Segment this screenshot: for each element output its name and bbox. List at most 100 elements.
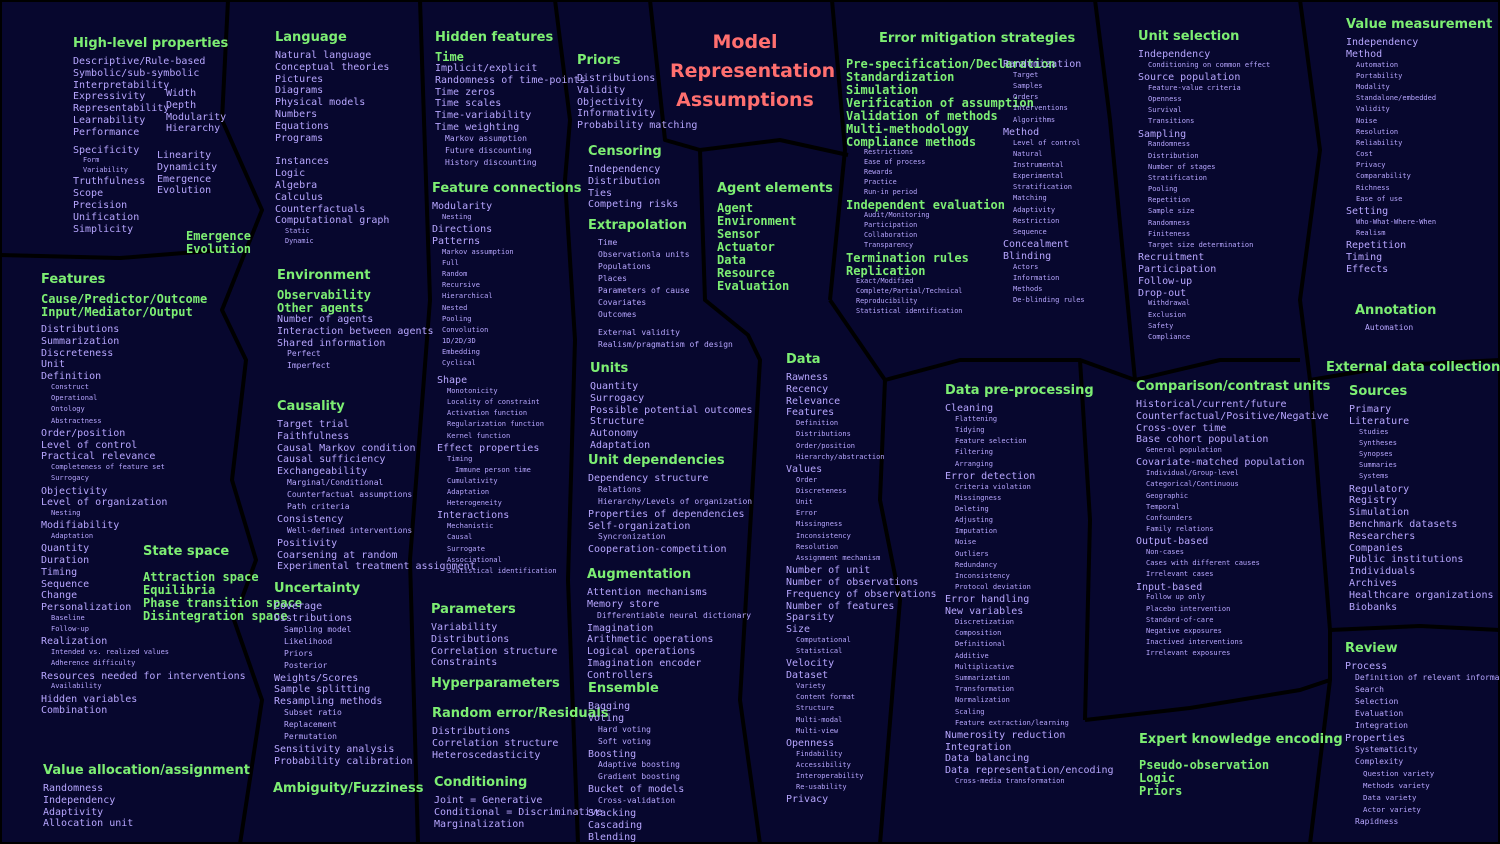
item-label: Complete/Partial/Technical bbox=[856, 287, 963, 295]
item-label: Historical/current/future bbox=[1136, 399, 1287, 410]
topic-label: Data bbox=[717, 253, 746, 267]
item-label: Filtering bbox=[955, 448, 993, 457]
section-heading: Unit dependencies bbox=[588, 453, 725, 468]
topic-label: Pseudo-observation bbox=[1139, 758, 1270, 772]
item-label: Adaptation bbox=[447, 488, 490, 497]
topic-label: Other agents bbox=[277, 301, 364, 315]
border-e bbox=[828, 0, 847, 301]
item-label: Target bbox=[1013, 70, 1039, 79]
title-line-3: Assumptions bbox=[676, 89, 814, 111]
item-label: Noise bbox=[955, 538, 977, 547]
item-label: Duration bbox=[41, 555, 90, 567]
item-label: Accessibility bbox=[796, 760, 851, 769]
section-heading: Agent elements bbox=[717, 181, 833, 196]
item-label: Relations bbox=[598, 484, 642, 494]
section-heading: Priors bbox=[577, 53, 621, 68]
item-label: Arithmetic operations bbox=[587, 634, 714, 646]
item-label: Matching bbox=[1013, 194, 1047, 203]
item-label: Adaptation bbox=[590, 439, 651, 451]
item-label: Surrogacy bbox=[51, 474, 89, 483]
item-label: Memory store bbox=[587, 598, 660, 610]
item-label: Operational bbox=[51, 394, 98, 403]
item-label: Change bbox=[41, 590, 78, 602]
item-label: Probability calibration bbox=[274, 755, 413, 767]
item-label: Subset ratio bbox=[284, 707, 342, 717]
item-label: Cyclical bbox=[442, 359, 476, 368]
item-label: Error bbox=[796, 509, 818, 518]
item-label: Actors bbox=[1013, 262, 1039, 271]
item-label: Personalization bbox=[41, 602, 132, 614]
item-label: Correlation structure bbox=[432, 737, 559, 749]
item-label: Synopses bbox=[1359, 449, 1393, 458]
item-label: Constraints bbox=[431, 657, 498, 669]
item-label: Computational graph bbox=[275, 215, 390, 227]
item-label: Methods variety bbox=[1363, 780, 1430, 790]
item-label: Causal bbox=[447, 533, 473, 542]
item-label: Imperfect bbox=[287, 361, 331, 371]
item-label: Registry bbox=[1349, 495, 1398, 507]
item-label: Follow-up bbox=[1138, 275, 1193, 287]
topic-label: Verification of assumption bbox=[846, 96, 1034, 110]
item-label: Boosting bbox=[588, 748, 637, 760]
item-label: Cooperation-competition bbox=[588, 544, 727, 556]
item-label: Interventions bbox=[1013, 104, 1068, 113]
item-label: Relevance bbox=[786, 395, 841, 407]
item-label: Resampling methods bbox=[274, 696, 383, 708]
item-label: Researchers bbox=[1349, 530, 1416, 542]
item-label: Effect properties bbox=[437, 442, 540, 454]
item-label: Portability bbox=[1356, 71, 1403, 80]
item-label: Summarization bbox=[41, 335, 120, 347]
item-label: Time zeros bbox=[435, 86, 496, 98]
topic-label: Actuator bbox=[717, 240, 775, 254]
item-label: Multi-modal bbox=[796, 715, 843, 724]
item-label: Hard voting bbox=[598, 724, 651, 734]
border-a bbox=[220, 0, 264, 844]
item-label: Conditional = Discriminative bbox=[434, 806, 603, 818]
item-label: Randomness bbox=[1148, 140, 1191, 149]
item-label: Setting bbox=[1346, 206, 1389, 218]
item-label: Gradient boosting bbox=[598, 772, 680, 782]
border-l bbox=[884, 358, 1300, 382]
item-label: Faithfulness bbox=[277, 430, 350, 442]
item-label: Reliability bbox=[1356, 138, 1403, 147]
item-label: Selection bbox=[1355, 696, 1399, 706]
topic-label: Observability bbox=[277, 288, 371, 302]
topic-label: Evolution bbox=[186, 242, 252, 256]
item-label: Interactions bbox=[437, 510, 510, 522]
item-label: Redundancy bbox=[955, 560, 998, 569]
border-q bbox=[1329, 624, 1500, 632]
item-label: Algebra bbox=[275, 179, 318, 191]
item-label: Dataset bbox=[786, 670, 829, 682]
item-label: Pooling bbox=[1148, 185, 1178, 194]
item-label: Integration bbox=[1355, 720, 1408, 730]
item-label: Truthfulness bbox=[73, 176, 146, 188]
section-heading: Data bbox=[786, 352, 821, 367]
item-label: Summarization bbox=[955, 673, 1010, 682]
topic-label: Sensor bbox=[717, 227, 761, 241]
item-label: Weights/Scores bbox=[274, 672, 359, 684]
item-label: Benchmark datasets bbox=[1349, 518, 1458, 530]
topic-label: Phase transition space bbox=[143, 596, 302, 610]
item-label: Diagrams bbox=[275, 85, 324, 97]
item-label: Input-based bbox=[1136, 581, 1203, 593]
item-label: Repetition bbox=[1346, 240, 1407, 252]
item-label: Structure bbox=[796, 704, 834, 713]
item-label: Definitional bbox=[955, 640, 1006, 649]
item-label: Privacy bbox=[1356, 161, 1386, 170]
item-label: Number of agents bbox=[277, 314, 374, 325]
item-label: Static bbox=[285, 227, 310, 236]
item-label: Nested bbox=[442, 303, 468, 312]
section-ambiguity: Ambiguity/Fuzziness bbox=[273, 781, 423, 802]
item-label: Regularization function bbox=[447, 420, 544, 429]
item-label: Additive bbox=[955, 651, 989, 660]
